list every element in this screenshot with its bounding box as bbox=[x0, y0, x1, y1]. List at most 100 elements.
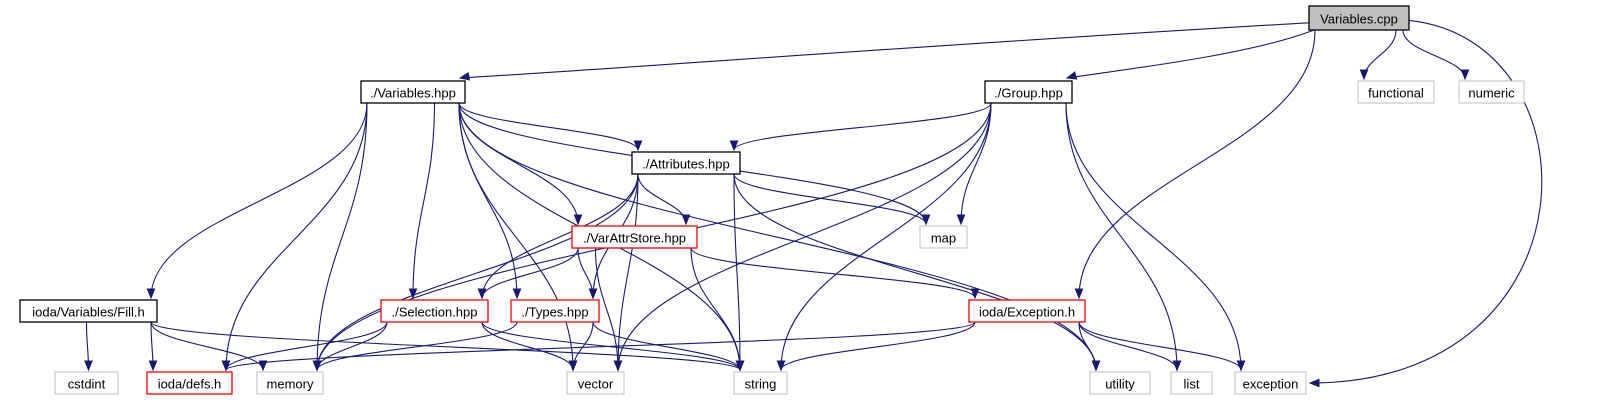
edge-variables_cpp-to-numeric bbox=[1402, 29, 1466, 80]
node-variables-cpp[interactable]: Variables.cpp bbox=[1308, 5, 1410, 31]
edge-exception_h-to-defs_h bbox=[225, 321, 976, 371]
node-defs-h[interactable]: ioda/defs.h bbox=[146, 371, 233, 395]
edge-attributes_hpp-to-string bbox=[733, 173, 741, 371]
node-types-hpp[interactable]: ./Types.hpp bbox=[510, 299, 600, 323]
arrowhead-variables_hpp-to-types_hpp bbox=[512, 288, 522, 300]
edge-variables_hpp-to-fill_h bbox=[150, 102, 368, 299]
node-utility: utility bbox=[1089, 371, 1151, 395]
arrowhead-types_hpp-to-memory bbox=[312, 360, 322, 372]
edge-variables_hpp-to-selection_hpp bbox=[412, 102, 436, 299]
edge-group_hpp-to-string bbox=[780, 102, 992, 371]
edge-attributes_hpp-to-utility bbox=[733, 173, 1097, 371]
node-box-string bbox=[733, 371, 788, 395]
edge-variables_hpp-to-defs_h bbox=[225, 102, 368, 371]
node-label-variables-cpp: Variables.cpp bbox=[1320, 12, 1398, 27]
node-box-cstdint bbox=[54, 371, 119, 395]
node-fill-h[interactable]: ioda/Variables/Fill.h bbox=[19, 299, 158, 323]
node-box-variables-hpp bbox=[360, 80, 466, 104]
arrowhead-group_hpp-to-map bbox=[956, 214, 966, 226]
node-label-fill-h: ioda/Variables/Fill.h bbox=[32, 305, 144, 320]
node-box-map bbox=[919, 225, 968, 249]
edge-variables_cpp-to-variables_hpp bbox=[459, 22, 1310, 79]
node-box-selection-hpp bbox=[380, 299, 489, 323]
edge-selection_hpp-to-vector bbox=[481, 321, 574, 371]
arrowhead-types_hpp-to-string bbox=[735, 360, 745, 372]
edge-types_hpp-to-string bbox=[592, 321, 741, 371]
arrowhead-variables_cpp-to-numeric bbox=[1460, 69, 1470, 81]
nodes-layer: Variables.cpp ./Variables.hpp ./Group.hpp f… bbox=[19, 5, 1525, 395]
edge-attributes_hpp-to-memory bbox=[316, 173, 639, 371]
arrowhead-group_hpp-to-attributes_hpp bbox=[729, 140, 739, 152]
edge-variables_hpp-to-memory bbox=[316, 102, 368, 371]
arrowhead-exception_h-to-exception bbox=[1236, 360, 1246, 372]
arrowhead-attributes_hpp-to-map bbox=[921, 214, 931, 226]
edge-variables_cpp-to-exception_h bbox=[1078, 29, 1316, 299]
arrowhead-variables_cpp-to-group_hpp bbox=[1065, 71, 1078, 80]
arrowhead-variables_cpp-to-exception bbox=[1308, 378, 1320, 388]
edge-exception_h-to-list bbox=[1078, 321, 1178, 371]
edge-fill_h-to-string bbox=[150, 321, 741, 371]
node-box-types-hpp bbox=[510, 299, 600, 323]
node-functional: functional bbox=[1357, 80, 1435, 104]
node-numeric: numeric bbox=[1458, 80, 1525, 104]
node-box-defs-h bbox=[146, 371, 233, 395]
arrowhead-varattrstore_hpp-to-types_hpp bbox=[588, 288, 598, 300]
node-label-defs-h: ioda/defs.h bbox=[158, 377, 222, 392]
edge-group_hpp-to-attributes_hpp bbox=[733, 102, 992, 151]
node-exception-h[interactable]: ioda/Exception.h bbox=[968, 299, 1086, 323]
node-box-functional bbox=[1357, 80, 1435, 104]
node-label-functional: functional bbox=[1368, 86, 1424, 101]
node-attributes-hpp[interactable]: ./Attributes.hpp bbox=[631, 151, 741, 175]
node-label-group-hpp: ./Group.hpp bbox=[994, 86, 1063, 101]
arrowhead-exception_h-to-utility bbox=[1091, 360, 1101, 372]
arrowhead-variables_cpp-to-functional bbox=[1359, 69, 1369, 81]
node-variables-hpp[interactable]: ./Variables.hpp bbox=[360, 80, 466, 104]
node-box-varattrstore-hpp bbox=[571, 225, 698, 249]
arrowhead-variables_hpp-to-selection_hpp bbox=[408, 288, 418, 300]
node-box-utility bbox=[1089, 371, 1151, 395]
node-box-exception-h bbox=[968, 299, 1086, 323]
edge-group_hpp-to-vector bbox=[617, 102, 992, 371]
node-box-group-hpp bbox=[984, 80, 1073, 104]
edge-variables_cpp-to-exception bbox=[1309, 19, 1543, 384]
node-label-types-hpp: ./Types.hpp bbox=[521, 305, 588, 320]
node-list: list bbox=[1170, 371, 1213, 395]
arrowhead-exception_h-to-list bbox=[1172, 360, 1182, 372]
node-label-cstdint: cstdint bbox=[68, 377, 106, 392]
node-selection-hpp[interactable]: ./Selection.hpp bbox=[380, 299, 489, 323]
arrowhead-attributes_hpp-to-varattrstore_hpp bbox=[681, 214, 691, 226]
arrowhead-variables_cpp-to-variables_hpp bbox=[458, 72, 471, 81]
node-box-memory bbox=[256, 371, 324, 395]
arrowhead-variables_cpp-to-exception_h bbox=[1074, 288, 1084, 300]
node-group-hpp[interactable]: ./Group.hpp bbox=[984, 80, 1073, 104]
arrowhead-fill_h-to-cstdint bbox=[84, 360, 93, 372]
node-label-variables-hpp: ./Variables.hpp bbox=[370, 86, 456, 101]
node-label-utility: utility bbox=[1105, 377, 1135, 392]
node-box-exception bbox=[1234, 371, 1307, 395]
node-label-list: list bbox=[1184, 377, 1200, 392]
arrowhead-exception_h-to-defs_h bbox=[221, 360, 231, 372]
arrowhead-varattrstore_hpp-to-exception_h bbox=[970, 288, 980, 300]
node-label-selection-hpp: ./Selection.hpp bbox=[391, 305, 477, 320]
edge-types_hpp-to-memory bbox=[316, 321, 518, 371]
edge-attributes_hpp-to-map bbox=[733, 173, 927, 225]
edge-varattrstore_hpp-to-exception_h bbox=[690, 247, 976, 299]
edge-variables_hpp-to-utility bbox=[458, 102, 1097, 371]
node-varattrstore-hpp[interactable]: ./VarAttrStore.hpp bbox=[571, 225, 698, 249]
edge-attributes_hpp-to-vector bbox=[617, 173, 639, 371]
node-box-fill-h bbox=[19, 299, 158, 323]
node-box-vector bbox=[566, 371, 625, 395]
node-label-numeric: numeric bbox=[1468, 86, 1515, 101]
arrowhead-fill_h-to-defs_h bbox=[148, 360, 158, 372]
node-label-string: string bbox=[745, 377, 777, 392]
arrowhead-fill_h-to-memory bbox=[258, 360, 268, 372]
edge-attributes_hpp-to-selection_hpp bbox=[481, 173, 639, 299]
edge-exception_h-to-exception bbox=[1078, 321, 1242, 371]
arrowhead-variables_hpp-to-fill_h bbox=[146, 288, 156, 300]
edge-group_hpp-to-map bbox=[960, 102, 992, 225]
node-box-numeric bbox=[1458, 80, 1525, 104]
node-label-vector: vector bbox=[578, 377, 614, 392]
arrowhead-varattrstore_hpp-to-vector bbox=[613, 360, 623, 372]
edge-varattrstore_hpp-to-vector bbox=[594, 247, 619, 371]
